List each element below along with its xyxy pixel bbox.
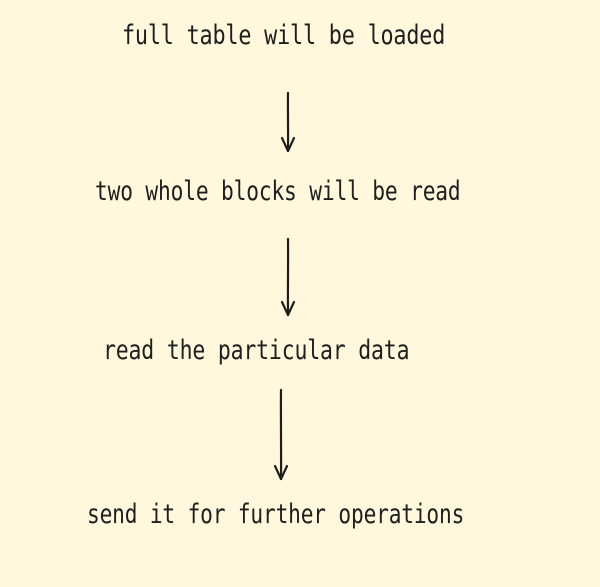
step-2-label: two whole blocks will be read <box>95 176 461 207</box>
arrow-3 <box>273 388 289 481</box>
step-4-label: send it for further operations <box>87 499 465 530</box>
arrow-1 <box>280 91 296 153</box>
step-1-label: full table will be loaded <box>122 20 446 51</box>
arrow-2 <box>280 237 296 317</box>
step-3-label: read the particular data <box>103 335 410 366</box>
